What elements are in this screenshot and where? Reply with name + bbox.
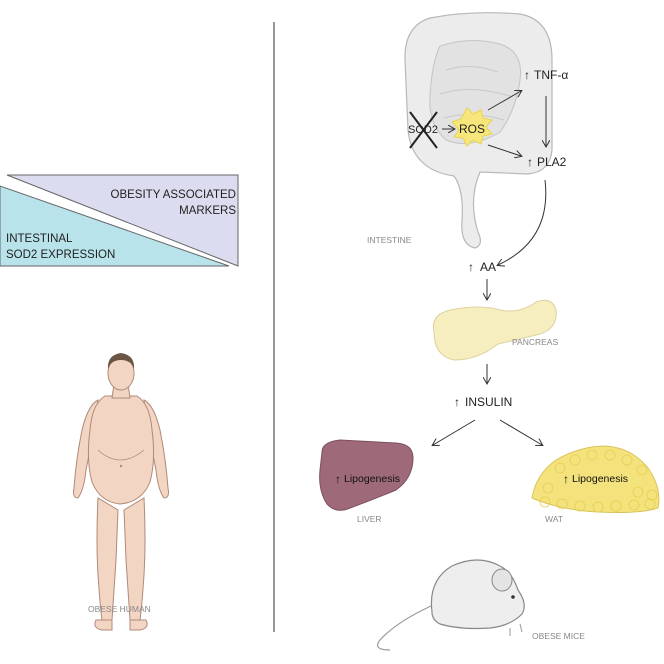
obese-mice-label: OBESE MICE <box>532 631 585 641</box>
pancreas-illustration <box>432 299 557 361</box>
liver-lipogenesis-label: Lipogenesis <box>344 473 400 485</box>
expression-triangles <box>0 174 239 267</box>
liver-illustration <box>319 439 414 511</box>
ros-burst <box>451 107 493 147</box>
aa-up-arrow: ↑ <box>468 260 474 274</box>
insulin-label: INSULIN <box>465 395 512 409</box>
human-navel <box>119 464 123 468</box>
liver-label: LIVER <box>357 514 382 524</box>
sod2-expression-label-line2: SOD2 EXPRESSION <box>6 249 115 261</box>
obese-mouse-illustration <box>377 559 525 651</box>
obesity-markers-label-line2: MARKERS <box>179 205 236 217</box>
human-hair <box>107 353 135 369</box>
insulin-to-wat-arrow <box>499 419 542 445</box>
ros-to-pla2-arrow <box>487 144 521 156</box>
pancreas-label: PANCREAS <box>512 337 558 347</box>
wat-label: WAT <box>545 514 563 524</box>
pla2-up-arrow: ↑ <box>527 155 533 169</box>
obesity-markers-triangle <box>6 174 239 267</box>
wat-adipocytes <box>539 449 658 513</box>
human-belly-line <box>97 449 145 461</box>
tnf-label: TNF-α <box>534 68 568 82</box>
pla2-label: PLA2 <box>537 155 567 169</box>
insulin-to-liver-arrow <box>433 419 476 445</box>
wat-lipogenesis-label: Lipogenesis <box>572 473 628 485</box>
intestine-label: INTESTINE <box>367 235 412 245</box>
liver-up-arrow: ↑ <box>335 472 341 486</box>
obese-human-illustration <box>73 355 169 631</box>
aa-label: AA <box>480 260 496 274</box>
sod2-expression-triangle <box>0 185 230 267</box>
tnf-up-arrow: ↑ <box>524 68 530 82</box>
sod2-cross <box>409 111 438 149</box>
insulin-up-arrow: ↑ <box>454 395 460 409</box>
wat-up-arrow: ↑ <box>563 472 569 486</box>
ros-label: ROS <box>459 122 485 136</box>
sod2-expression-label-line1: INTESTINAL <box>6 233 73 245</box>
obesity-markers-label-line1: OBESITY ASSOCIATED <box>111 189 236 201</box>
ros-to-tnf-arrow <box>487 91 521 111</box>
obese-human-label: OBESE HUMAN <box>88 604 151 614</box>
pla2-to-aa-arrow <box>498 179 547 265</box>
